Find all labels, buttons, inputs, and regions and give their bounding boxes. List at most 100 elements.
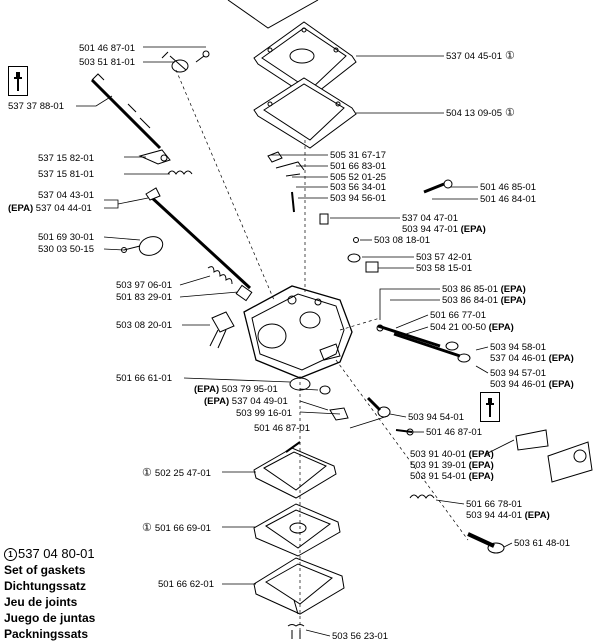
part-number-label: 537 15 81-01 xyxy=(38,169,94,180)
elbow-fitting-part xyxy=(209,311,235,349)
part-number: 537 04 49-01 xyxy=(232,396,288,407)
assembly-axes xyxy=(175,69,469,639)
lever-spring-part xyxy=(167,170,193,175)
part-number: 503 56 34-01 xyxy=(330,182,386,193)
part-number: 503 51 81-01 xyxy=(79,57,135,68)
part-number: 501 46 87-01 xyxy=(79,43,135,54)
pump-diaphragm-part xyxy=(253,21,357,99)
part-labels: 501 46 87-01 503 51 81-01 537 37 88-01 537 … xyxy=(8,43,574,639)
part-number: 503 61 48-01 xyxy=(514,538,570,549)
part-number: 503 94 56-01 xyxy=(330,193,386,204)
needle-spring-part xyxy=(423,179,453,194)
part-number-label: 503 94 54-01 xyxy=(408,412,464,423)
part-number-label: 505 52 01-25 xyxy=(330,172,386,183)
epa-tag: (EPA) xyxy=(546,379,574,390)
part-number: 501 66 69-01 xyxy=(155,523,211,534)
epa-tag: (EPA) xyxy=(498,284,526,295)
epa-tag: (EPA) xyxy=(498,295,526,306)
part-number: 503 79 95-01 xyxy=(222,384,278,395)
bottom-cover-part xyxy=(253,557,345,615)
legend-line-fr: Jeu de joints xyxy=(4,595,78,609)
spring-501667801-part xyxy=(409,494,435,499)
part-number-label: 504 21 00-50 (EPA) xyxy=(430,322,514,333)
part-number-label: 503 91 54-01 (EPA) xyxy=(410,471,494,482)
part-number-label: 503 94 56-01 xyxy=(330,193,386,204)
part-number: 501 66 77-01 xyxy=(430,310,486,321)
part-number-label: (EPA) 537 04 49-01 xyxy=(204,396,288,407)
part-number-label: 537 15 82-01 xyxy=(38,153,94,164)
part-number-label: 503 94 47-01 (EPA) xyxy=(402,224,486,235)
part-number-label: 501 46 85-01 xyxy=(480,182,536,193)
part-number-label: 537 37 88-01 xyxy=(8,101,64,112)
part-number: 503 94 57-01 xyxy=(490,368,546,379)
part-number-label: 501 69 30-01 xyxy=(38,232,94,243)
pump-gasket-part xyxy=(253,77,357,149)
epa-tag: (EPA) xyxy=(466,460,494,471)
part-number: 501 46 84-01 xyxy=(480,194,536,205)
screw-part xyxy=(366,396,414,436)
part-number-label: ① 501 66 69-01 xyxy=(142,522,211,534)
part-number: 501 66 83-01 xyxy=(330,161,386,172)
part-number: 537 04 44-01 xyxy=(36,203,92,214)
part-number-label: 503 94 57-01 xyxy=(490,368,546,379)
part-number-label: 503 94 58-01 xyxy=(490,342,546,353)
part-number: 501 69 30-01 xyxy=(38,232,94,243)
epa-tag: (EPA) xyxy=(8,203,36,214)
gasket-set-mark: ① xyxy=(142,467,155,479)
part-number-label: 501 46 87-01 xyxy=(426,427,482,438)
adjustment-needles-part xyxy=(376,324,471,363)
small-parts-right xyxy=(319,213,379,273)
part-number: 503 57 42-01 xyxy=(416,252,472,263)
part-number-label: 503 86 85-01 (EPA) xyxy=(442,284,526,295)
gasket-set-mark: ① xyxy=(502,50,515,62)
part-number: 503 08 18-01 xyxy=(374,235,430,246)
part-number: 503 86 85-01 xyxy=(442,284,498,295)
throttle-shaft-part xyxy=(90,50,210,150)
gasket-set-mark: ① xyxy=(142,522,155,534)
legend-line-de: Dichtungssatz xyxy=(4,579,87,593)
part-number: 537 04 47-01 xyxy=(402,213,458,224)
part-number-label: 505 31 67-17 xyxy=(330,150,386,161)
part-number: 503 94 47-01 xyxy=(402,224,458,235)
part-number-label: ① 502 25 47-01 xyxy=(142,467,211,479)
part-number-label: 501 66 62-01 xyxy=(158,579,214,590)
part-number: 503 97 06-01 xyxy=(116,280,172,291)
pump-cover-part xyxy=(253,441,337,499)
part-number-label: 503 97 06-01 xyxy=(116,280,172,291)
part-number-label: 501 66 78-01 xyxy=(466,499,522,510)
leader-lines xyxy=(76,46,515,637)
part-number: 501 66 62-01 xyxy=(158,579,214,590)
part-number-label: 501 46 87-01 xyxy=(79,43,135,54)
part-number: 503 91 39-01 xyxy=(410,460,466,471)
connector-part xyxy=(515,429,593,483)
wrench-icon xyxy=(8,66,28,96)
part-number: 501 46 87-01 xyxy=(254,423,310,434)
throttle-lever-part xyxy=(138,149,171,165)
epa-tag: (EPA) xyxy=(204,396,232,407)
part-number-label: 503 56 23-01 xyxy=(332,631,388,639)
part-number: 503 99 16-01 xyxy=(236,408,292,419)
part-number-label: 503 57 42-01 xyxy=(416,252,472,263)
shaft-spring-part xyxy=(207,266,253,302)
part-number: 503 94 58-01 xyxy=(490,342,546,353)
part-number-label: 503 08 18-01 xyxy=(374,235,430,246)
part-number: 503 91 54-01 xyxy=(410,471,466,482)
part-number-label: 503 99 16-01 xyxy=(236,408,292,419)
part-number: 537 04 46-01 xyxy=(490,353,546,364)
part-number: 501 46 87-01 xyxy=(426,427,482,438)
epa-tag: (EPA) xyxy=(522,510,550,521)
part-number-label: 501 66 77-01 xyxy=(430,310,486,321)
part-number: 502 25 47-01 xyxy=(155,468,211,479)
part-number-label: 503 08 20-01 xyxy=(116,320,172,331)
part-number: 537 04 45-01 xyxy=(446,51,502,62)
epa-tag: (EPA) xyxy=(194,384,222,395)
part-number: 504 13 09-05 xyxy=(446,108,502,119)
part-number: 505 52 01-25 xyxy=(330,172,386,183)
part-number-label: 503 94 46-01 (EPA) xyxy=(490,379,574,390)
part-number-label: 503 91 39-01 (EPA) xyxy=(410,460,494,471)
epa-tag: (EPA) xyxy=(546,353,574,364)
part-number: 503 56 23-01 xyxy=(332,631,388,639)
